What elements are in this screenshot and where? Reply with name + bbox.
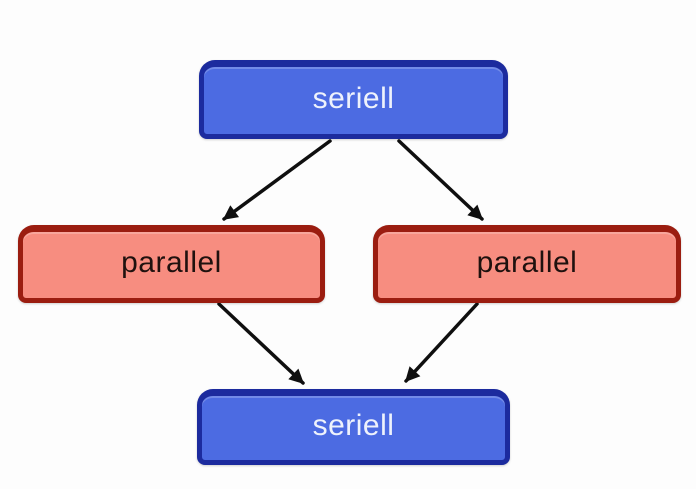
node-seriell-top: seriell xyxy=(199,60,508,139)
arrow-seriell-top-to-parallel-right xyxy=(397,139,484,221)
node-label: seriell xyxy=(312,409,395,442)
arrow-parallel-right-to-seriell-bottom xyxy=(404,302,479,383)
node-seriell-bottom: seriell xyxy=(197,389,510,465)
node-label: parallel xyxy=(121,246,222,279)
node-label: parallel xyxy=(476,246,578,279)
node-parallel-left: parallel xyxy=(18,225,325,303)
arrow-seriell-top-to-parallel-left xyxy=(222,139,332,221)
node-label: seriell xyxy=(312,81,395,115)
arrow-parallel-left-to-seriell-bottom xyxy=(217,302,305,385)
node-parallel-right: parallel xyxy=(373,225,681,303)
